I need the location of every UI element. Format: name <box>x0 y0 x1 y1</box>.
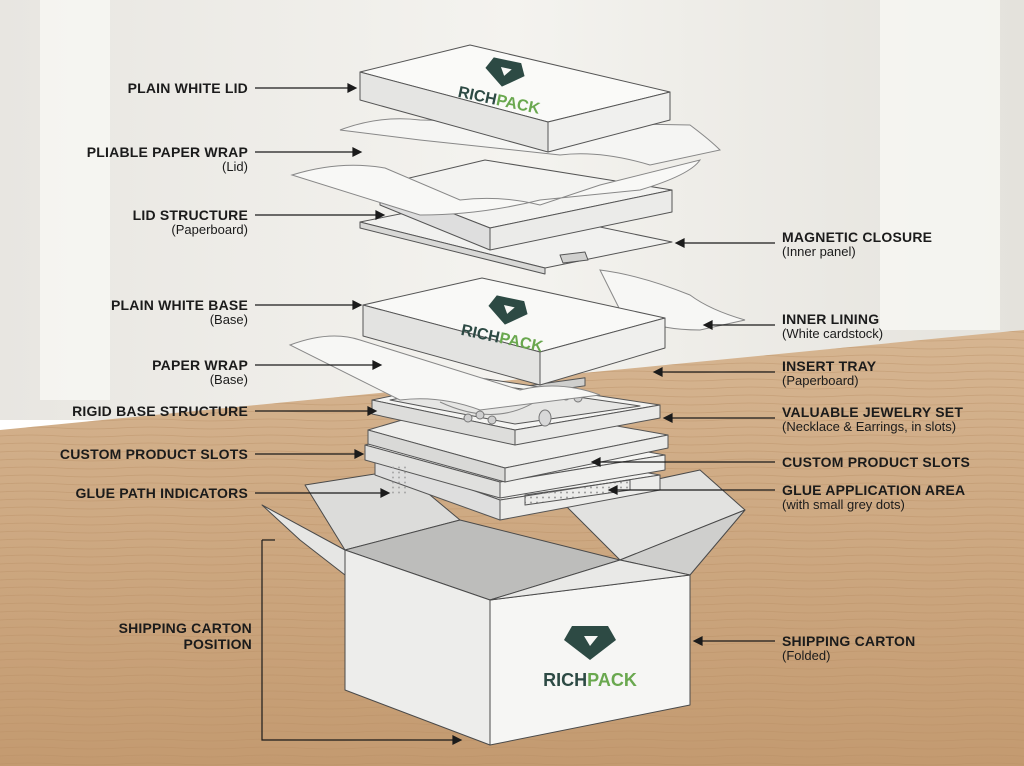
label-plain-white-base: PLAIN WHITE BASE (Base) <box>111 297 248 328</box>
carton-logo-text: RICHPACK <box>543 670 637 690</box>
label-sub: (Paperboard) <box>782 373 859 389</box>
label-rigid-base-structure: RIGID BASE STRUCTURE <box>72 403 248 419</box>
label-title: MAGNETIC CLOSURE <box>782 229 933 245</box>
label-valuable-jewelry-set: VALUABLE JEWELRY SET (Necklace & Earring… <box>782 404 963 435</box>
window-frame <box>40 0 110 400</box>
carton-logo: RICHPACK <box>543 626 637 690</box>
label-shipping-carton-position: SHIPPING CARTON POSITION <box>119 620 252 652</box>
label-plain-white-lid: PLAIN WHITE LID <box>128 80 248 96</box>
paper-wrap-base <box>288 335 601 411</box>
window-frame <box>880 0 1000 330</box>
label-custom-product-slots: CUSTOM PRODUCT SLOTS <box>60 446 248 462</box>
label-title: CUSTOM PRODUCT SLOTS <box>59 446 248 462</box>
label-sub: (with small grey dots) <box>782 497 905 513</box>
label-sub: (Folded) <box>782 648 831 664</box>
label-title: PAPER WRAP <box>152 357 248 373</box>
label-title: INNER LINING <box>782 311 880 327</box>
label-custom-product-slots-right: CUSTOM PRODUCT SLOTS <box>782 454 970 470</box>
label-sub: (Paperboard) <box>171 222 248 238</box>
label-inner-lining: INNER LINING (White cardstock) <box>782 311 883 342</box>
label-title: LID STRUCTURE <box>132 207 248 223</box>
label-title: RIGID BASE STRUCTURE <box>72 403 248 419</box>
label-glue-application-area: GLUE APPLICATION AREA (with small grey d… <box>782 482 965 513</box>
label-shipping-carton: SHIPPING CARTON (Folded) <box>782 633 915 664</box>
label-title: SHIPPING CARTON <box>782 633 916 649</box>
label-pliable-paper-wrap: PLIABLE PAPER WRAP (Lid) <box>87 144 248 175</box>
label-sub: (Necklace & Earrings, in slots) <box>782 419 957 435</box>
label-sub: (Lid) <box>221 159 248 175</box>
label-lid-structure: LID STRUCTURE (Paperboard) <box>133 207 248 238</box>
magnet <box>559 251 589 264</box>
label-title: GLUE PATH INDICATORS <box>75 485 248 501</box>
leader-lines <box>255 83 775 745</box>
label-sub: (White cardstock) <box>782 326 884 342</box>
label-title: PLAIN WHITE LID <box>127 80 248 96</box>
label-sub: POSITION <box>183 636 252 653</box>
label-title: PLIABLE PAPER WRAP <box>86 144 248 160</box>
label-sub: (Base) <box>209 372 248 388</box>
label-title: PLAIN WHITE BASE <box>111 297 248 313</box>
label-sub: (Base) <box>209 312 248 328</box>
label-title: GLUE APPLICATION AREA <box>782 482 966 498</box>
label-glue-path-indicators: GLUE PATH INDICATORS <box>75 485 248 501</box>
label-sub: (Inner panel) <box>782 244 856 260</box>
label-title: VALUABLE JEWELRY SET <box>782 404 964 420</box>
label-paper-wrap: PAPER WRAP (Base) <box>152 357 248 388</box>
label-title: SHIPPING CARTON <box>118 620 252 636</box>
pliable-paper-wrap <box>290 159 702 216</box>
glue-path-dots <box>392 465 406 495</box>
label-insert-tray: INSERT TRAY (Paperboard) <box>782 358 876 389</box>
label-title: INSERT TRAY <box>782 358 877 374</box>
label-title: CUSTOM PRODUCT SLOTS <box>782 454 971 470</box>
pendant <box>538 409 552 427</box>
carton-flap <box>489 559 691 601</box>
label-magnetic-closure: MAGNETIC CLOSURE (Inner panel) <box>782 229 932 260</box>
plain-white-lid <box>359 44 671 153</box>
